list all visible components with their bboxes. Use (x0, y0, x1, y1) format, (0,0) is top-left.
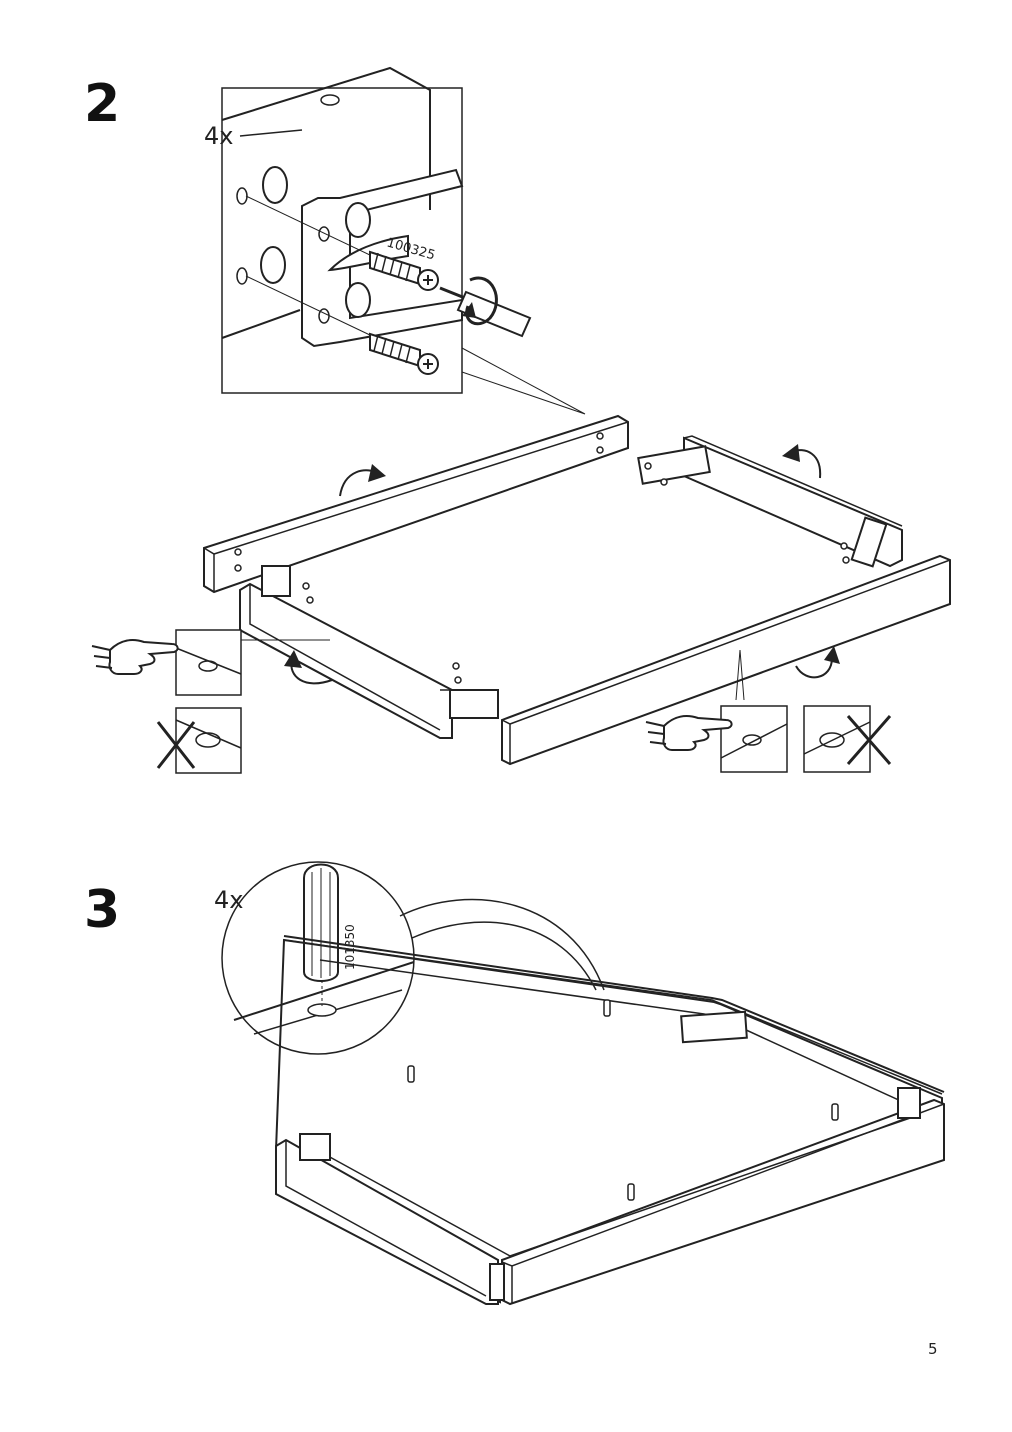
screw-icon (369, 250, 439, 291)
dowel-icon (603, 999, 611, 1017)
quantity-label: 4x (204, 122, 233, 150)
step2-frame-assembly (203, 414, 951, 766)
correct-hole-detail (645, 705, 788, 773)
step-number: 2 (84, 74, 121, 134)
correct-hole-detail (91, 629, 242, 696)
quantity-label: 4x (214, 886, 243, 914)
wrong-hole-detail (803, 705, 892, 773)
cross-icon (156, 721, 196, 769)
step3-frame-assembly (274, 935, 945, 1306)
dowel-icon (303, 863, 339, 982)
page-number: 5 (928, 1340, 938, 1358)
dowel-icon (831, 1103, 839, 1121)
wrong-hole-detail (156, 707, 242, 774)
pointing-hand-icon (91, 639, 179, 675)
screwdriver-icon (439, 276, 532, 338)
step3-detail-callout: 101350 (221, 861, 605, 1055)
screw-icon (369, 332, 439, 375)
step2-detail-callout: 100325 (221, 66, 586, 415)
step-number: 3 (84, 880, 121, 940)
dowel-icon (627, 1183, 635, 1201)
dowel-icon (407, 1065, 415, 1083)
cross-icon (846, 715, 892, 765)
part-number-label: 101350 (343, 924, 357, 970)
pointing-hand-icon (645, 715, 733, 751)
